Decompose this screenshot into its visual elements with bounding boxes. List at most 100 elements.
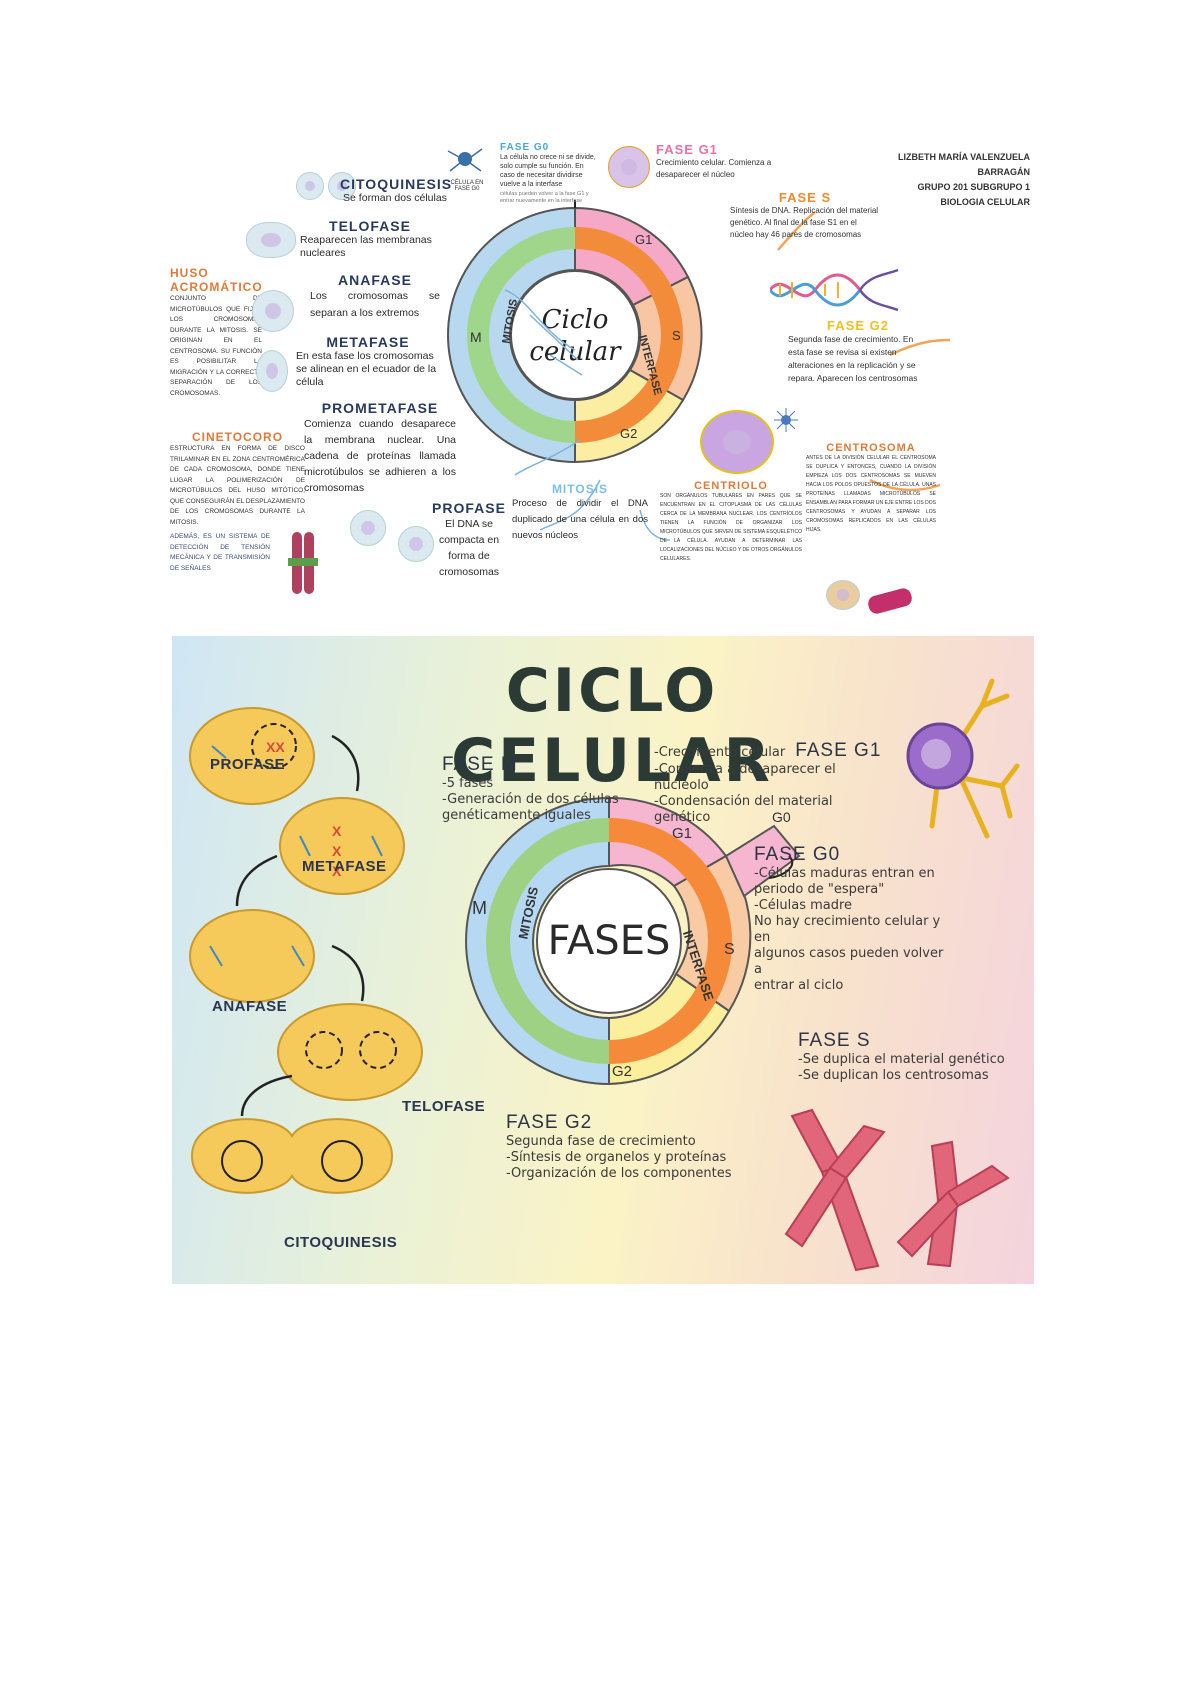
telofase-title: TELOFASE — [329, 218, 411, 234]
top-cycle-g1-label: G1 — [635, 232, 652, 247]
metafase-text: En esta fase los cromosomas se alinean e… — [296, 350, 437, 388]
stage-citoquinesis: CITOQUINESIS — [284, 1234, 398, 1251]
g2-cell-illustration — [700, 410, 774, 474]
author-block: LIZBETH MARÍA VALENZUELA BARRAGÁN GRUPO … — [870, 150, 1030, 210]
g0-note: células pueden volver a la fase G1 y ent… — [500, 191, 589, 204]
fase-g2-line-2: -Síntesis de organelos y proteínas — [506, 1150, 727, 1165]
neuron-illustration — [906, 678, 1020, 839]
telofase-text: Reaparecen las membranas nucleares — [300, 234, 432, 259]
citoquinesis-cell-b — [328, 172, 356, 200]
fase-g1-header: -Crecimiento celular FASE G1 — [654, 740, 884, 762]
centrosome-cell-illustration — [826, 580, 860, 610]
cinetocoro-title: CINETOCORO — [191, 430, 284, 444]
chromosome-icon — [288, 532, 318, 594]
citoquinesis-title: CITOQUINESIS — [340, 176, 453, 192]
cinetocoro-extra: Además, es un sistema de detección de te… — [170, 533, 270, 572]
telofase-cell — [246, 222, 296, 258]
author-name: LIZBETH MARÍA VALENZUELA BARRAGÁN — [898, 152, 1030, 177]
bottom-cycle-m-label: M — [472, 898, 487, 918]
fase-m-line-3: genéticamente iguales — [442, 808, 591, 823]
top-cycle-g2-label: G2 — [620, 426, 637, 441]
fase-g1-block: -Crecimiento celular FASE G1 -Comienza a… — [654, 740, 884, 826]
g1-text: Crecimiento celular. Comienza a desapare… — [656, 158, 772, 179]
dna-replication-icon — [770, 268, 899, 312]
s-text: Síntesis de DNA. Replicación del materia… — [730, 206, 879, 239]
bottom-title: CICLO CELULAR — [451, 656, 773, 796]
centrosoma-text: Antes de la división celular el centroso… — [806, 455, 936, 533]
anafase-text: Los cromosomas se separan a los extremos — [310, 290, 440, 319]
prometafase-text: Comienza cuando desaparece la membrana n… — [304, 418, 456, 494]
centriolo-text: Son orgánulos tubulares en pares que se … — [660, 493, 802, 562]
huso-text: Conjunto de microtúbulos que fijan los c… — [170, 295, 262, 397]
centrosome-icon — [774, 408, 798, 432]
centriole-icon — [868, 588, 912, 614]
mitosis-definition-text: Proceso de dividir el DNA duplicado de u… — [512, 498, 648, 541]
fase-g0-line-3: -Células madre — [754, 898, 853, 913]
centrosoma-title: CENTROSOMA — [826, 442, 916, 454]
g0-title: FASE G0 — [500, 142, 550, 153]
prometafase-cell — [350, 510, 386, 546]
centriolo-block: CENTRIOLO Son orgánulos tubulares en par… — [660, 480, 802, 564]
g2-text: Segunda fase de crecimiento. En esta fas… — [788, 334, 918, 383]
metafase-cell — [256, 350, 288, 392]
fase-g0-title: FASE G0 — [754, 844, 841, 865]
chromosomes-illustration — [784, 1108, 1010, 1272]
bottom-cycle-g2-label: G2 — [612, 1063, 632, 1080]
fase-g1-title: FASE G1 — [795, 740, 882, 761]
top-cycle-s-label: S — [672, 328, 681, 343]
top-cycle-m-label: M — [470, 329, 482, 345]
svg-text:X: X — [332, 863, 342, 879]
metafase-block: METAFASE En esta fase los cromosomas se … — [296, 334, 440, 389]
fase-s-line-1: -Se duplica el material genético — [798, 1052, 1005, 1067]
g2-block: FASE G2 Segunda fase de crecimiento. En … — [788, 318, 928, 385]
huso-title: HUSO ACROMÁTICO — [170, 266, 263, 294]
metafase-title: METAFASE — [326, 334, 410, 350]
stage-metafase: METAFASE — [302, 858, 387, 875]
fase-m-line-2: -Generación de dos células — [442, 792, 619, 807]
author-course: BIOLOGIA CELULAR — [940, 197, 1030, 207]
bottom-cycle-g0-label: G0 — [772, 809, 791, 825]
bottom-cycle-center: FASES — [548, 918, 671, 964]
top-cycle-center-line2: celular — [529, 337, 622, 367]
g2-title: FASE G2 — [827, 318, 889, 333]
stage-profase: PROFASE — [210, 756, 286, 773]
top-arrows — [504, 211, 951, 541]
fase-g1-line-2: -Comienza a desaparecer el nucleolo — [654, 762, 836, 793]
top-cycle-diagram: Ciclo celular G1 S G2 M INTERFASE MITOSI… — [447, 200, 703, 464]
fase-m-line-1: -5 fases — [442, 776, 494, 791]
g1-cell-illustration — [608, 146, 650, 188]
top-cycle-center-line1: Ciclo — [542, 305, 609, 335]
citoquinesis-text: Se forman dos células — [343, 192, 447, 204]
svg-text:X: X — [332, 843, 342, 859]
profase-cell — [398, 526, 434, 562]
fase-g2-line-3: -Organización de los componentes — [506, 1166, 732, 1181]
g1-block: FASE G1 Crecimiento celular. Comienza a … — [656, 142, 776, 181]
fase-s-title: FASE S — [798, 1030, 871, 1051]
profase-text: El DNA se compacta en forma de cromosoma… — [438, 518, 500, 578]
fase-g2-block: FASE G2 Segunda fase de crecimiento -Sín… — [506, 1112, 746, 1182]
g0-text: La célula no crece ni se divide, solo cu… — [500, 154, 596, 188]
g0-return-arrow — [768, 855, 794, 879]
s-block: FASE S Síntesis de DNA. Replicación del … — [730, 190, 880, 241]
bottom-cycle-g1-label: G1 — [672, 825, 692, 842]
cinetocoro-text: Estructura en forma de disco trilaminar … — [170, 445, 305, 526]
fase-g1-line-1: -Crecimiento celular — [654, 745, 786, 760]
stage-anafase: ANAFASE — [212, 998, 288, 1015]
fase-g0-block: FASE G0 -Células maduras entran en perio… — [754, 844, 944, 994]
s-title: FASE S — [778, 190, 832, 205]
telofase-block: TELOFASE Reaparecen las membranas nuclea… — [300, 218, 440, 260]
citoquinesis-block: CITOQUINESIS Se forman dos células — [340, 176, 453, 205]
stage-telofase: TELOFASE — [402, 1098, 486, 1115]
fase-g2-title: FASE G2 — [506, 1112, 593, 1133]
svg-text:XX: XX — [266, 739, 285, 755]
top-infographic: LIZBETH MARÍA VALENZUELA BARRAGÁN GRUPO … — [170, 140, 1035, 635]
author-group: GRUPO 201 SUBGRUPO 1 — [917, 182, 1030, 192]
svg-text:X: X — [332, 823, 342, 839]
fase-g0-line-1: -Células maduras entran en — [754, 866, 935, 881]
g0-block: FASE G0 La célula no crece ni se divide,… — [500, 142, 600, 205]
bottom-cycle-diagram: FASES G1 G0 S G2 M INTERFASE MITOSIS — [465, 796, 801, 1086]
fase-g2-line-1: Segunda fase de crecimiento — [506, 1134, 696, 1149]
centriolo-title: CENTRIOLO — [694, 480, 768, 492]
mitosis-definition-block: MITOSIS Proceso de dividir el DNA duplic… — [512, 482, 648, 544]
